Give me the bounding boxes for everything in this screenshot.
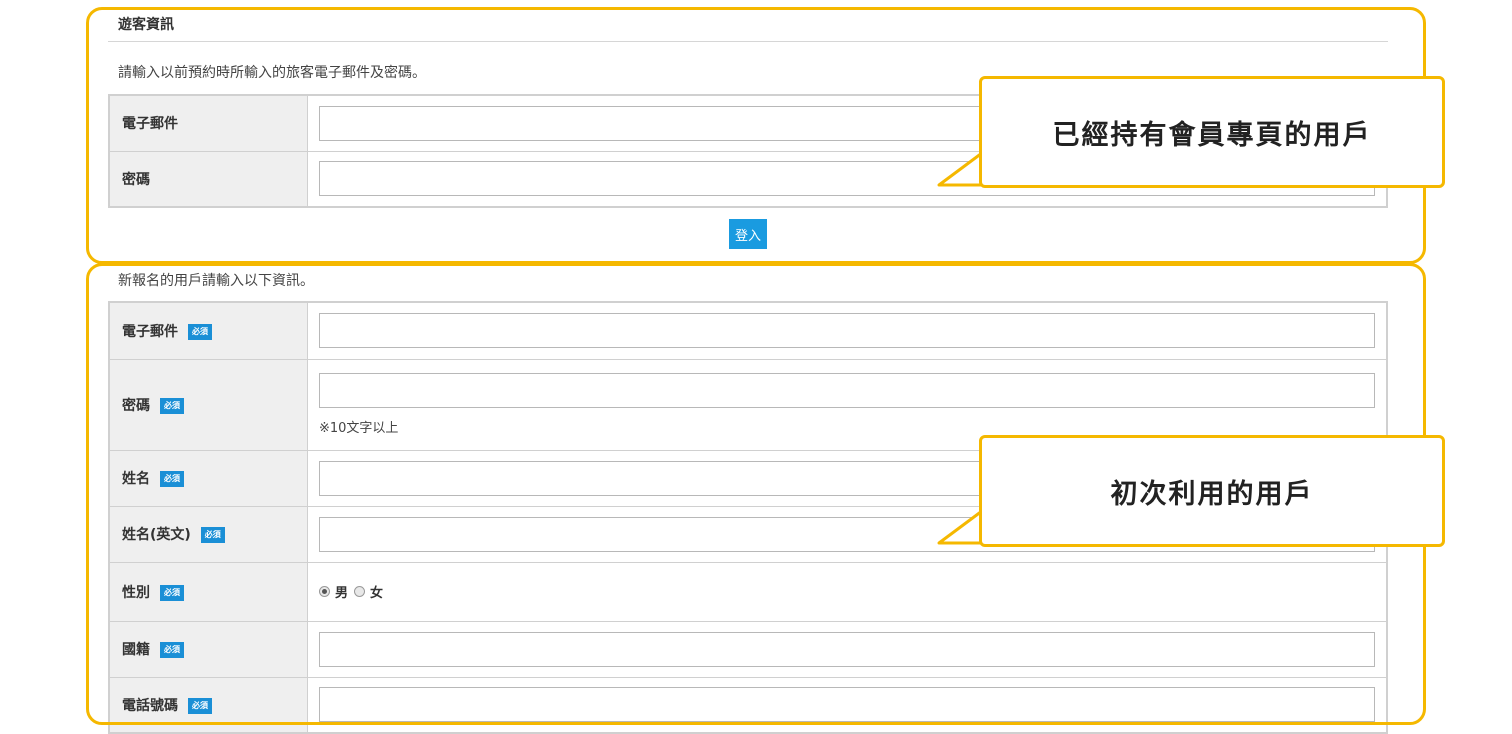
login-button[interactable]: 登入 (729, 219, 767, 249)
required-badge: 必須 (160, 471, 184, 487)
password-hint: ※10文字以上 (319, 421, 399, 436)
gender-female-radio[interactable] (354, 586, 366, 597)
section-title: 遊客資訊 (118, 17, 174, 33)
register-nationality-input[interactable] (319, 631, 1375, 667)
register-gender-label: 性別 (122, 584, 150, 601)
gender-female-label: 女 (370, 586, 384, 601)
gender-radio-group: 男 女 (319, 582, 1375, 601)
register-phone-input[interactable] (319, 687, 1375, 723)
register-email-label: 電子郵件 (122, 323, 178, 340)
callout-new-user: 初次利用的用戶 (979, 435, 1445, 547)
register-nationality-row: 國籍必須 (109, 621, 1387, 678)
required-badge: 必須 (188, 323, 212, 340)
login-password-label: 密碼 (109, 151, 308, 208)
register-password-row: 密碼必須 ※10文字以上 (109, 359, 1387, 451)
callout-existing-member-text: 已經持有會員專頁的用戶 (1052, 119, 1372, 151)
login-password-row: 密碼 (109, 151, 1387, 208)
title-divider (108, 41, 1388, 42)
register-password-input[interactable] (319, 373, 1375, 408)
required-badge: 必須 (160, 584, 184, 601)
required-badge: 必須 (160, 642, 184, 658)
register-password-label: 密碼 (122, 397, 150, 414)
register-note: 新報名的用戶請輸入以下資訊。 (118, 273, 314, 289)
register-email-input[interactable] (319, 313, 1375, 349)
register-nationality-label: 國籍 (122, 642, 150, 658)
login-note: 請輸入以前預約時所輸入的旅客電子郵件及密碼。 (118, 65, 426, 81)
callout-existing-member: 已經持有會員專頁的用戶 (979, 76, 1445, 188)
register-phone-row: 電話號碼必須 (109, 677, 1387, 734)
gender-male-radio[interactable] (319, 586, 330, 597)
register-email-row: 電子郵件必須 (109, 302, 1387, 360)
login-email-label: 電子郵件 (109, 95, 308, 152)
register-gender-row: 性別必須 男 女 (109, 562, 1387, 622)
register-name-label: 姓名 (122, 471, 150, 487)
gender-male-label: 男 (335, 586, 349, 601)
required-badge: 必須 (160, 397, 184, 414)
register-phone-label: 電話號碼 (122, 697, 178, 714)
register-name-en-label: 姓名(英文) (122, 527, 191, 543)
required-badge: 必須 (188, 697, 212, 714)
callout-new-user-text: 初次利用的用戶 (1110, 478, 1314, 510)
required-badge: 必須 (200, 527, 225, 543)
